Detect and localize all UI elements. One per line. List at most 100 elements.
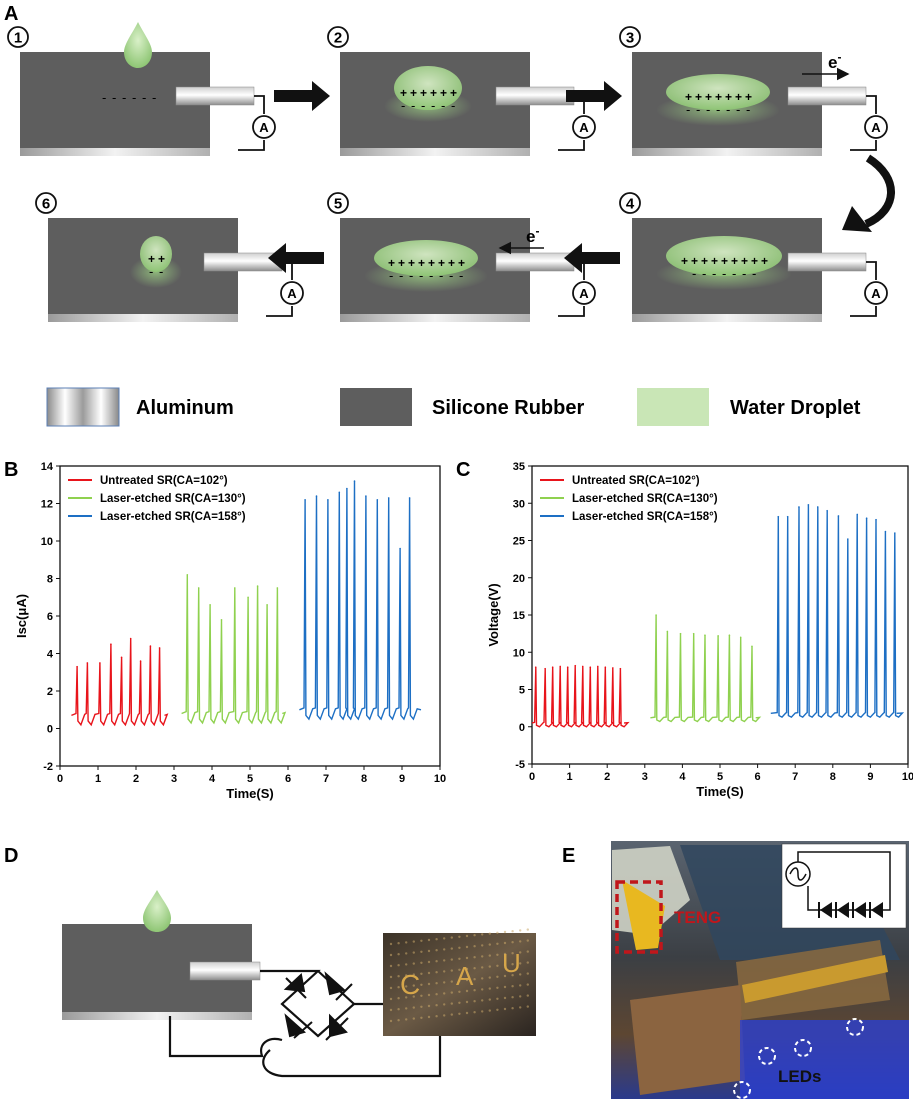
led-dot (496, 986, 499, 989)
y-tick-label: 15 (513, 610, 525, 622)
x-tick-label: 6 (285, 773, 291, 785)
plate-base (632, 148, 822, 156)
x-tick-label: 1 (567, 771, 573, 783)
negative-charge: - (722, 266, 726, 281)
panel-label-d: D (4, 845, 18, 867)
led-dot (405, 1007, 408, 1010)
led-dot (420, 983, 423, 986)
negative-charge: - (431, 98, 435, 113)
circuit-inset (781, 843, 907, 929)
plate-base (632, 314, 822, 322)
y-tick-label: 6 (47, 611, 53, 623)
led-dot (511, 1007, 514, 1010)
plate-base (62, 1012, 252, 1020)
led-dot (481, 966, 484, 969)
peak-point (816, 506, 819, 508)
led-dot (458, 935, 461, 938)
led-dot (427, 960, 431, 964)
led-dot (488, 932, 491, 935)
negative-charge: - (159, 264, 163, 279)
led-dot (496, 1008, 499, 1011)
peak-point (581, 665, 584, 668)
y-axis-label: Isc(μA) (14, 594, 29, 638)
led-dot (519, 951, 522, 954)
positive-charge: + (731, 254, 738, 268)
led-dot (405, 941, 408, 944)
peak-point (408, 497, 411, 499)
y-tick-label: 12 (41, 499, 53, 511)
led-dot (511, 974, 514, 977)
peak-point (856, 513, 859, 516)
step-number-badge (619, 26, 641, 48)
y-tick-label: 5 (519, 685, 525, 697)
led-dot (435, 1004, 438, 1007)
legend-label: Laser-etched SR(CA=158°) (572, 511, 718, 523)
led-dot (473, 945, 476, 948)
led-dot (481, 1010, 484, 1013)
led-dot (488, 987, 491, 990)
water-droplet (666, 74, 770, 110)
ammeter-wire (850, 95, 877, 151)
y-tick-label: 8 (47, 574, 53, 586)
led-dot (503, 974, 507, 978)
plate-base (340, 148, 530, 156)
negative-charge: - (712, 266, 716, 281)
peak-point (728, 634, 731, 636)
led-dot (412, 1006, 415, 1009)
led-dot (397, 986, 400, 989)
led-dot (496, 997, 499, 1000)
led-dot (503, 930, 507, 934)
led-dot (519, 940, 522, 943)
peak-point (847, 538, 849, 540)
led-dot (503, 963, 507, 967)
legend-label: Laser-etched SR(CA=130°) (100, 493, 246, 505)
peak-point (777, 515, 780, 518)
led-dot (481, 988, 484, 991)
series-line-3 (770, 504, 905, 718)
led-dot (435, 949, 438, 952)
led-dot (420, 961, 423, 964)
led-dot (465, 989, 469, 993)
teng-highlight-box (615, 880, 663, 954)
peak-point (304, 498, 306, 501)
peak-point (139, 660, 142, 662)
x-tick-label: 10 (902, 771, 913, 783)
led-dot (511, 930, 514, 933)
led-dot (405, 985, 408, 988)
rectifier-circuit-schematic: C A U (62, 890, 536, 1078)
led-dot (450, 969, 453, 972)
x-tick-label: 7 (323, 773, 329, 785)
panel-label-b: B (4, 459, 18, 481)
bridge-rectifier (168, 969, 442, 1078)
peak-point (220, 618, 223, 621)
flow-arrows (268, 81, 895, 273)
aluminum-electrode (495, 86, 575, 106)
led-dot (465, 1011, 469, 1015)
led-dot (488, 1009, 491, 1012)
led-dot (443, 1003, 446, 1006)
led-dot (465, 978, 469, 982)
water-droplet (374, 240, 478, 276)
led-dot (412, 995, 415, 998)
peak-point (186, 573, 189, 576)
y-tick-label: 20 (513, 573, 525, 585)
led-dot (420, 950, 423, 953)
led-dot (420, 994, 423, 997)
peak-point (894, 532, 896, 534)
led-dot (435, 960, 438, 963)
y-axis-label: Voltage(V) (486, 583, 501, 646)
ammeter-icon (572, 281, 596, 305)
led-dot (435, 1015, 438, 1018)
x-tick-label: 10 (434, 773, 446, 785)
led-dot (526, 972, 529, 975)
led-dot (496, 931, 499, 934)
led-dot (473, 967, 476, 970)
positive-charge: + (735, 90, 742, 104)
water-swatch (637, 388, 709, 426)
led-dot (458, 968, 461, 971)
led-dot (450, 1002, 453, 1005)
series-line-1 (71, 638, 169, 727)
led-dot (389, 942, 393, 946)
x-tick-label: 9 (867, 771, 873, 783)
negative-charge: - (401, 98, 405, 113)
